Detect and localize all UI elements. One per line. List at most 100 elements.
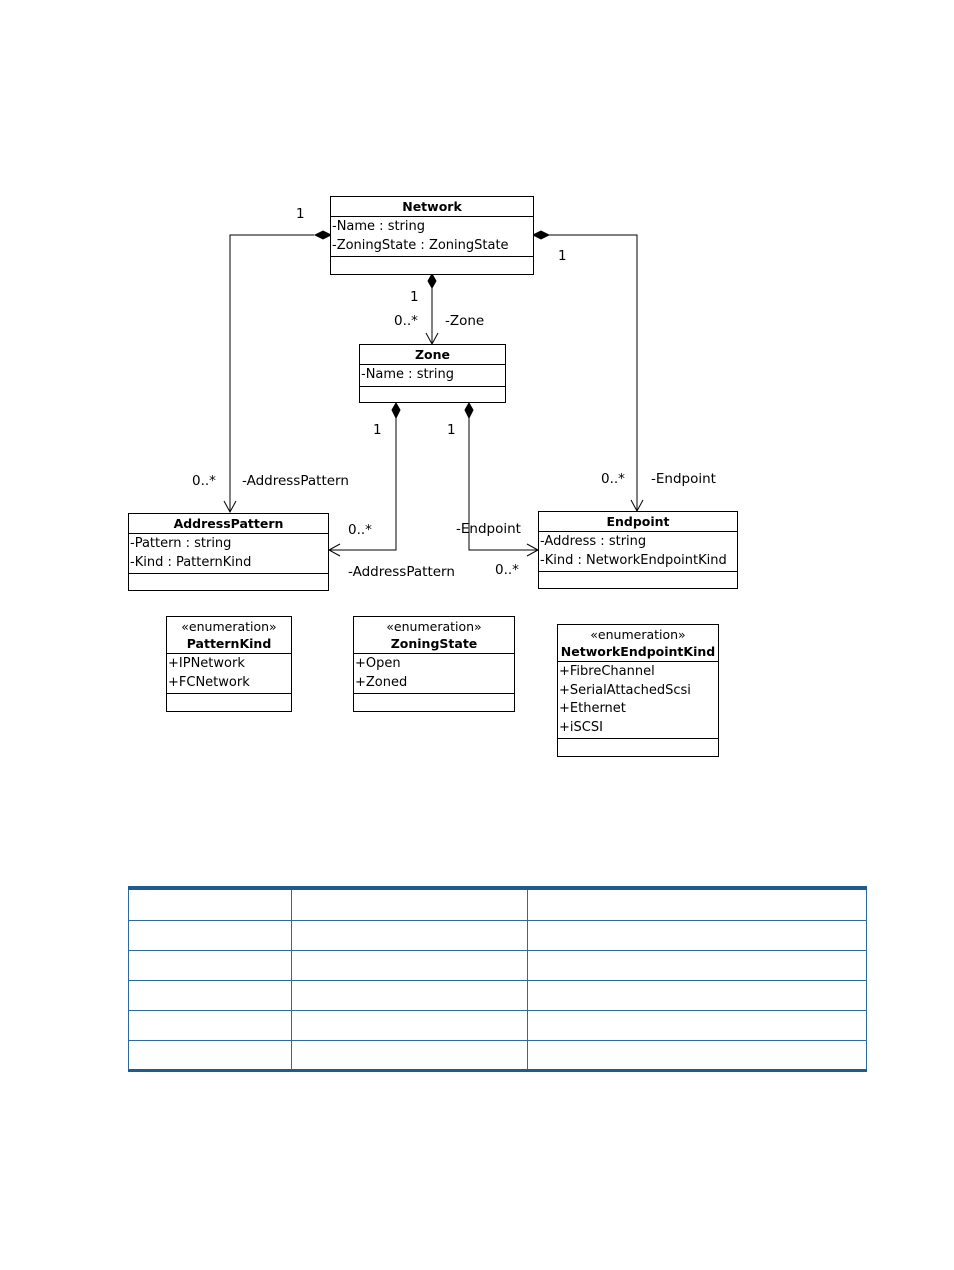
role-label: -Endpoint	[651, 471, 716, 487]
arrowhead-network-addresspattern	[223, 500, 237, 514]
table-cell	[128, 888, 292, 920]
table-cell	[291, 888, 528, 920]
class-name: Network	[402, 199, 462, 214]
table-cell	[291, 1009, 528, 1040]
enum-name: PatternKind	[186, 636, 272, 651]
role-label: -AddressPattern	[242, 473, 349, 489]
attribute: -Pattern : string	[130, 536, 232, 551]
table-cell	[128, 979, 292, 1010]
table-cell	[291, 979, 528, 1010]
stereotype: «enumeration»	[181, 619, 277, 634]
table-row	[128, 949, 867, 980]
class-name: Zone	[414, 347, 451, 362]
role-label: -Zone	[445, 313, 485, 329]
attribute-compartment: -Name : string	[360, 365, 505, 387]
aggregation-diamond-zone-right	[464, 401, 474, 420]
enum-literal: +iSCSI	[559, 719, 603, 735]
uml-class-diagram	[223, 230, 644, 557]
class-endpoint: Endpoint -Address : string -Kind : Netwo…	[538, 511, 738, 589]
operation-compartment	[354, 694, 514, 710]
aggregation-diamond-network-left	[313, 230, 333, 240]
multiplicity-label: 0..*	[601, 471, 625, 487]
class-header: Endpoint	[539, 512, 737, 532]
table-header-row	[128, 888, 867, 920]
enum-name: NetworkEndpointKind	[560, 644, 716, 659]
table-cell	[291, 949, 528, 980]
table-cell	[527, 949, 867, 980]
properties-table	[128, 886, 867, 1072]
association-zone-addresspattern	[330, 418, 397, 551]
association-network-endpoint	[549, 234, 638, 510]
enum-header: «enumeration» ZoningState	[354, 617, 514, 654]
role-label: -Endpoint	[456, 521, 521, 537]
table-row	[128, 1039, 867, 1070]
multiplicity-label: 1	[373, 422, 382, 438]
attribute: -Address : string	[540, 534, 647, 549]
literal-compartment: +Open +Zoned	[354, 654, 514, 694]
enum-header: «enumeration» PatternKind	[167, 617, 291, 654]
aggregation-diamond-zone-left	[391, 401, 401, 420]
literal-compartment: +IPNetwork +FCNetwork	[167, 654, 291, 694]
table-cell	[291, 919, 528, 950]
attribute-compartment: -Name : string -ZoningState : ZoningStat…	[331, 217, 533, 257]
aggregation-diamond-network-right	[531, 230, 551, 240]
enum-zoningstate: «enumeration» ZoningState +Open +Zoned	[353, 616, 515, 712]
multiplicity-label: 0..*	[394, 313, 418, 329]
aggregation-diamond-network-bottom	[427, 272, 437, 290]
operation-compartment	[167, 694, 291, 710]
multiplicity-label: 0..*	[348, 522, 372, 538]
association-zone-endpoint	[468, 418, 537, 551]
enum-networkendpointkind: «enumeration» NetworkEndpointKind +Fibre…	[557, 624, 719, 757]
table-cell	[527, 888, 867, 920]
enum-literal: +Open	[355, 656, 401, 671]
table-cell	[291, 1039, 528, 1070]
multiplicity-label: 1	[558, 248, 567, 264]
attribute: -Kind : NetworkEndpointKind	[540, 552, 727, 568]
attribute-compartment: -Pattern : string -Kind : PatternKind	[129, 534, 328, 574]
table-row	[128, 1009, 867, 1040]
association-network-addresspattern	[229, 234, 314, 511]
multiplicity-label: 1	[447, 422, 456, 438]
operation-compartment	[539, 572, 737, 588]
table-cell	[527, 919, 867, 950]
attribute: -ZoningState : ZoningState	[332, 237, 509, 253]
class-name: Endpoint	[606, 514, 670, 529]
attribute-compartment: -Address : string -Kind : NetworkEndpoin…	[539, 532, 737, 572]
attribute: -Name : string	[361, 367, 455, 382]
table-row	[128, 919, 867, 950]
enum-literal: +Zoned	[355, 674, 408, 690]
enum-header: «enumeration» NetworkEndpointKind	[558, 625, 718, 662]
attribute: -Name : string	[332, 219, 426, 234]
arrowhead-zone-addresspattern	[327, 543, 341, 557]
role-label: -AddressPattern	[348, 564, 455, 580]
attribute: -Kind : PatternKind	[130, 554, 252, 570]
class-zone: Zone -Name : string	[359, 344, 506, 403]
table-cell	[128, 949, 292, 980]
enum-patternkind: «enumeration» PatternKind +IPNetwork +FC…	[166, 616, 292, 712]
operation-compartment	[331, 257, 533, 273]
table-row	[128, 979, 867, 1010]
enum-name: ZoningState	[390, 636, 478, 651]
table-cell	[527, 1009, 867, 1040]
table-cell	[527, 979, 867, 1010]
class-addresspattern: AddressPattern -Pattern : string -Kind :…	[128, 513, 329, 591]
operation-compartment	[360, 387, 505, 403]
multiplicity-label: 1	[296, 206, 305, 222]
class-name: AddressPattern	[173, 516, 284, 531]
enum-literal: +FibreChannel	[559, 664, 655, 679]
enum-literal: +Ethernet	[559, 701, 626, 716]
multiplicity-label: 0..*	[495, 562, 519, 578]
table-cell	[128, 1039, 292, 1070]
stereotype: «enumeration»	[590, 627, 686, 642]
enum-literal: +SerialAttachedScsi	[559, 682, 691, 698]
table-body	[128, 888, 867, 1070]
class-header: AddressPattern	[129, 514, 328, 534]
table-cell	[128, 919, 292, 950]
operation-compartment	[558, 739, 718, 755]
stereotype: «enumeration»	[386, 619, 482, 634]
operation-compartment	[129, 574, 328, 590]
enum-literal: +FCNetwork	[168, 674, 250, 690]
multiplicity-label: 1	[410, 289, 419, 305]
class-network: Network -Name : string -ZoningState : Zo…	[330, 196, 534, 275]
table-cell	[128, 1009, 292, 1040]
